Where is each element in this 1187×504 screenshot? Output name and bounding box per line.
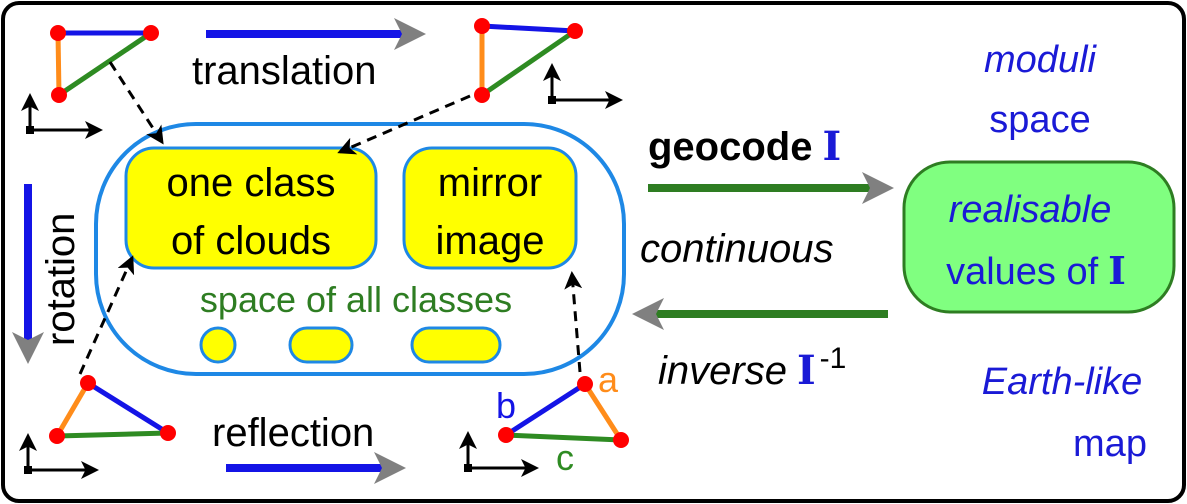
edge-green: [505, 432, 622, 443]
vertex: [474, 87, 490, 103]
mirror-line2: image: [436, 219, 545, 263]
vertex: [160, 425, 176, 441]
inverse-word: inverse: [658, 349, 787, 393]
edge-green: [480, 28, 577, 98]
space-of-all-classes-label: space of all classes: [200, 279, 512, 320]
small-class-1: [199, 326, 237, 364]
reflection-label: reflection: [212, 411, 374, 455]
side-label-b: b: [496, 385, 516, 426]
small-class-2: [288, 326, 354, 364]
space-label: space: [989, 99, 1090, 141]
vertex: [50, 25, 66, 41]
edge-orange: [54, 381, 91, 438]
vertex: [143, 25, 159, 41]
edge-orange: [582, 382, 624, 442]
values-of-text: values of: [946, 251, 1099, 293]
side-label-a: a: [598, 359, 619, 400]
edge-blue: [504, 381, 587, 438]
origin-point: [548, 96, 556, 104]
one-class-line1: one class: [167, 161, 336, 205]
vertex: [498, 427, 514, 443]
translation-label: translation: [192, 49, 377, 93]
origin-point: [464, 464, 472, 472]
triangle-top-right: [474, 18, 623, 109]
vertex: [49, 428, 65, 444]
triangle-bottom-left: [19, 375, 176, 479]
edge-blue: [86, 380, 170, 436]
vertex: [613, 432, 629, 448]
vertex: [51, 87, 67, 103]
triangle-bottom-right: a b c: [459, 359, 629, 478]
edge-orange: [55, 32, 62, 96]
edge-blue: [481, 23, 576, 34]
geocode-symbol: I: [822, 123, 841, 170]
small-class-3: [410, 326, 502, 364]
origin-point: [26, 126, 34, 134]
earth-like-label: Earth-like: [982, 361, 1143, 403]
moduli-label: moduli: [984, 39, 1097, 81]
one-class-box: [124, 146, 378, 270]
rotation-label: rotation: [39, 213, 83, 346]
continuous-label: continuous: [640, 227, 833, 271]
realisable-values-box: [902, 160, 1176, 314]
dashed-arrow-bottom-left: [78, 255, 135, 375]
values-symbol: I: [1108, 248, 1126, 293]
vertex: [80, 375, 96, 391]
vertex: [577, 376, 593, 392]
vertex: [474, 18, 490, 34]
map-label: map: [1073, 423, 1147, 465]
vertex: [567, 23, 583, 39]
dashed-arrow-top-right: [337, 94, 471, 155]
realisable-label: realisable: [949, 189, 1112, 231]
edge-green: [56, 430, 169, 439]
inverse-symbol: I: [797, 347, 816, 394]
geocode-word: geocode: [648, 125, 812, 169]
edge-green: [57, 30, 153, 98]
mirror-image-box: [402, 146, 578, 270]
mirror-line1: mirror: [438, 161, 542, 205]
triangle-top-left: [21, 25, 159, 139]
origin-point: [24, 466, 32, 474]
side-label-c: c: [556, 437, 574, 478]
one-class-line2: of clouds: [171, 219, 331, 263]
inverse-exponent: -1: [820, 342, 847, 375]
